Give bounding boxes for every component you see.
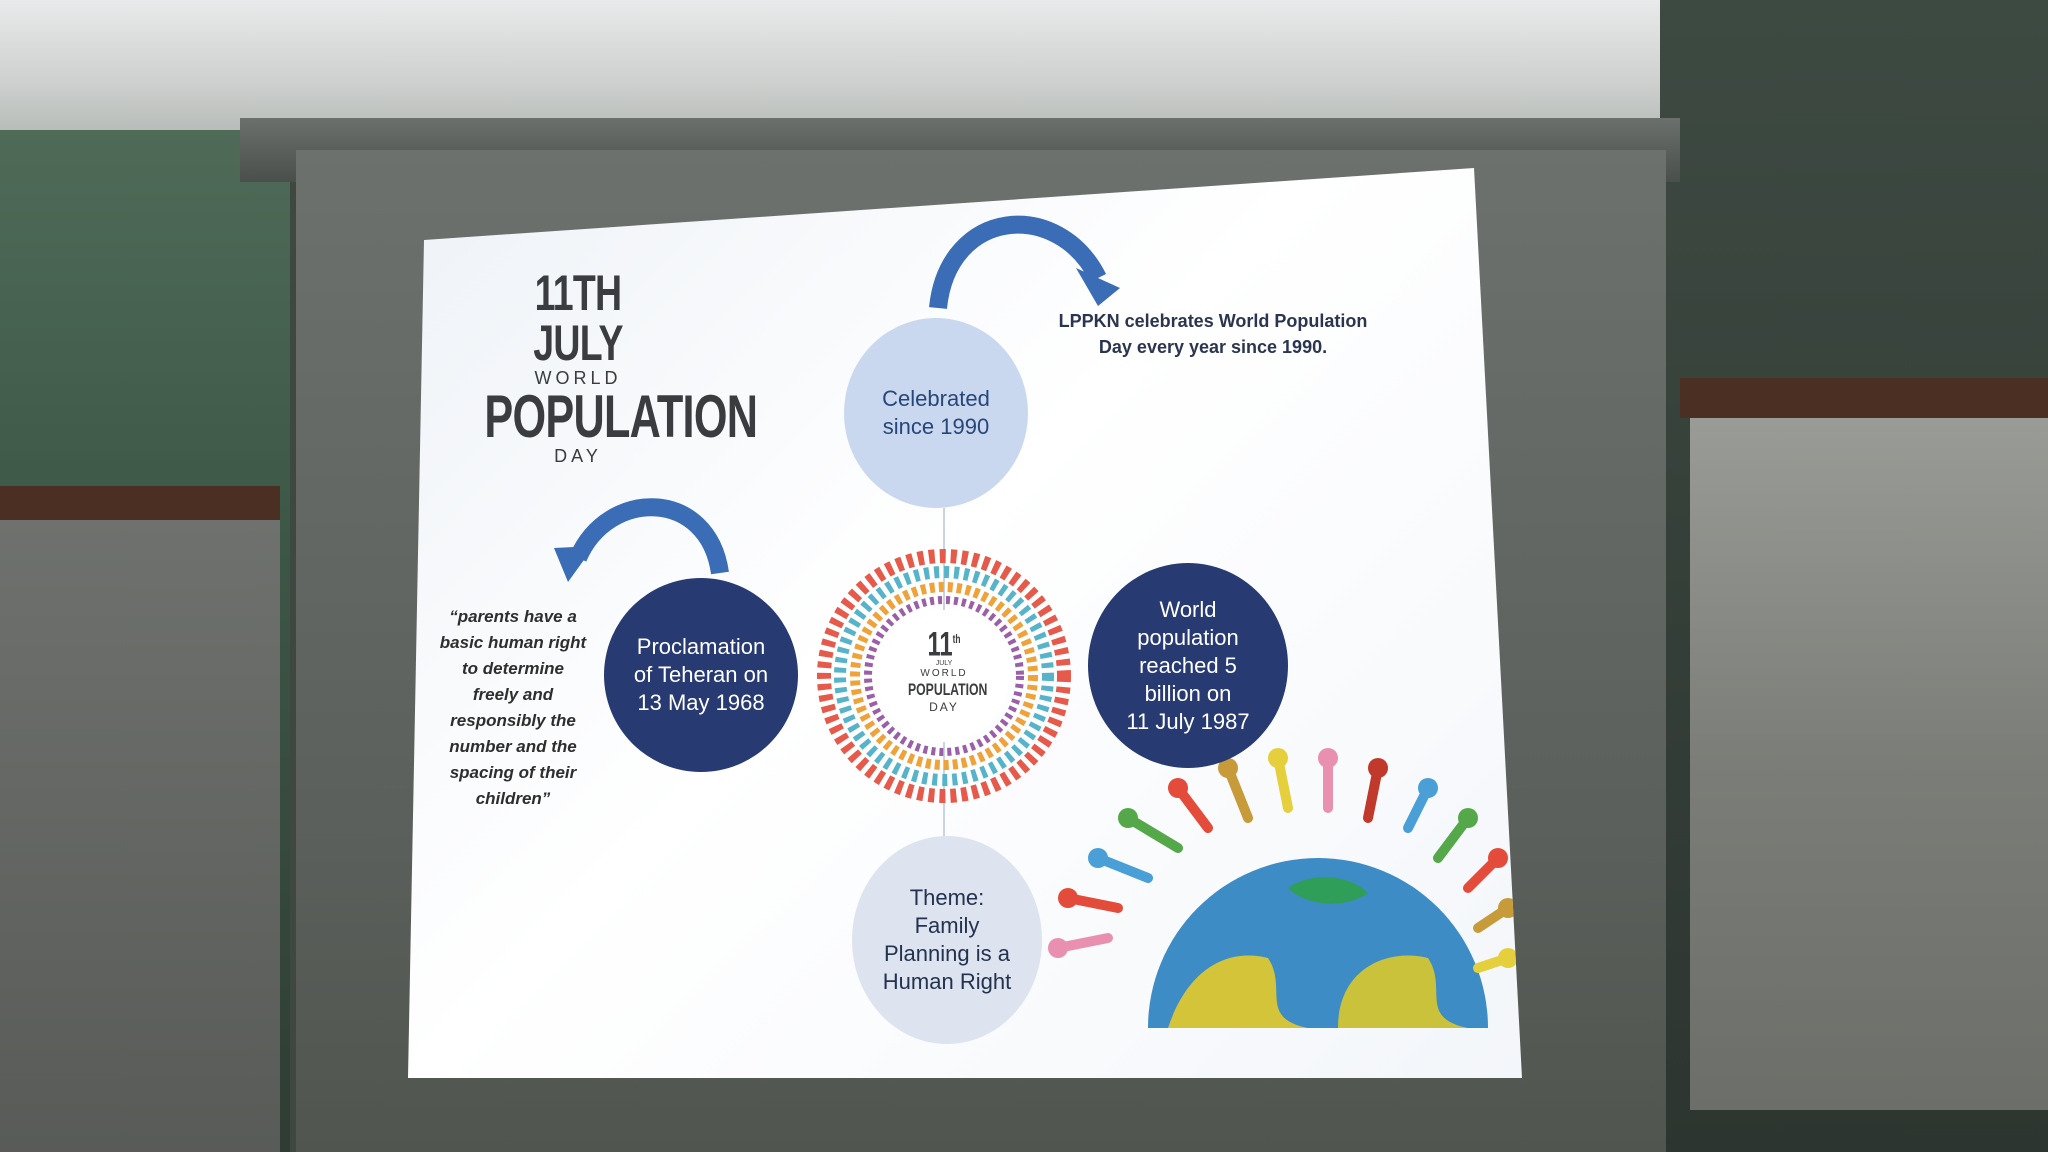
title-line-1: 11TH [534, 265, 622, 321]
arrow-top-icon [929, 215, 1107, 310]
quote-line-2: basic human right [439, 633, 587, 652]
wheel-small-1: JULY [935, 660, 953, 668]
wheel-sup: th [952, 632, 961, 646]
title-line-5: DAY [554, 446, 602, 466]
celebrated-line-1: Celebrated [882, 386, 990, 411]
quote-line-5: responsibly the [450, 711, 576, 730]
lppkn-note-line-2: Day every year since 1990. [1098, 337, 1328, 357]
population-wheel-icon [817, 549, 1071, 803]
world-pop-line-5: 11 July 1987 [1126, 708, 1250, 734]
globe-with-people-icon [1048, 748, 1518, 1028]
lppkn-note: LPPKN celebrates World Population Day ev… [1048, 308, 1378, 360]
world-pop-line-3: reached 5 [1139, 652, 1237, 678]
lppkn-note-line-1: LPPKN celebrates World Population [1058, 311, 1368, 331]
world-pop-line-2: population [1137, 624, 1239, 650]
projected-slide: 11TH JULY WORLD POPULATION DAY [408, 168, 1522, 1078]
right-board-rail [1680, 378, 2048, 418]
wheel-number: 11 [927, 625, 953, 664]
wheel-small-2: WORLD [920, 668, 968, 680]
slide-graphics [554, 215, 1518, 1028]
world-pop-line-4: billion on [1144, 680, 1232, 706]
theme-line-1: Theme: [909, 885, 985, 910]
teheran-line-1: Proclamation [636, 634, 766, 659]
quote-line-6: number and the [449, 737, 577, 756]
teheran-quote: “parents have a basic human right to det… [438, 604, 588, 812]
title-line-2: JULY [533, 315, 623, 371]
celebrated-circle: Celebrated since 1990 [844, 318, 1028, 508]
left-whiteboard [0, 520, 280, 1152]
wheel-label: 11th JULY WORLD POPULATION DAY [894, 623, 994, 714]
wheel-small-3: DAY [929, 700, 959, 715]
quote-line-7: spacing of their [449, 763, 577, 782]
arrow-top-head-icon [1076, 268, 1120, 306]
arrow-left-icon [569, 498, 729, 575]
right-whiteboard [1690, 410, 2048, 1110]
celebrated-line-2: since 1990 [882, 414, 990, 439]
theme-line-4: Human Right [882, 969, 1012, 994]
quote-line-3: to determine [461, 659, 565, 678]
teheran-line-2: of Teheran on [633, 662, 769, 687]
quote-line-8: children” [475, 789, 551, 808]
theme-line-2: Family [914, 913, 980, 938]
world-population-circle: World population reached 5 billion on 11… [1088, 563, 1288, 768]
theme-line-3: Planning is a [884, 941, 1010, 966]
teheran-circle: Proclamation of Teheran on 13 May 1968 [604, 578, 798, 772]
title-line-3: WORLD [534, 368, 622, 388]
left-board-rail [0, 486, 280, 520]
world-pop-line-1: World [1159, 596, 1217, 622]
arrow-left-head-icon [554, 546, 594, 582]
teheran-line-3: 13 May 1968 [637, 690, 765, 715]
theme-circle: Theme: Family Planning is a Human Right [852, 836, 1042, 1044]
quote-line-4: freely and [472, 685, 554, 704]
wheel-mid: POPULATION [908, 680, 988, 700]
quote-line-1: “parents have a [449, 607, 577, 626]
